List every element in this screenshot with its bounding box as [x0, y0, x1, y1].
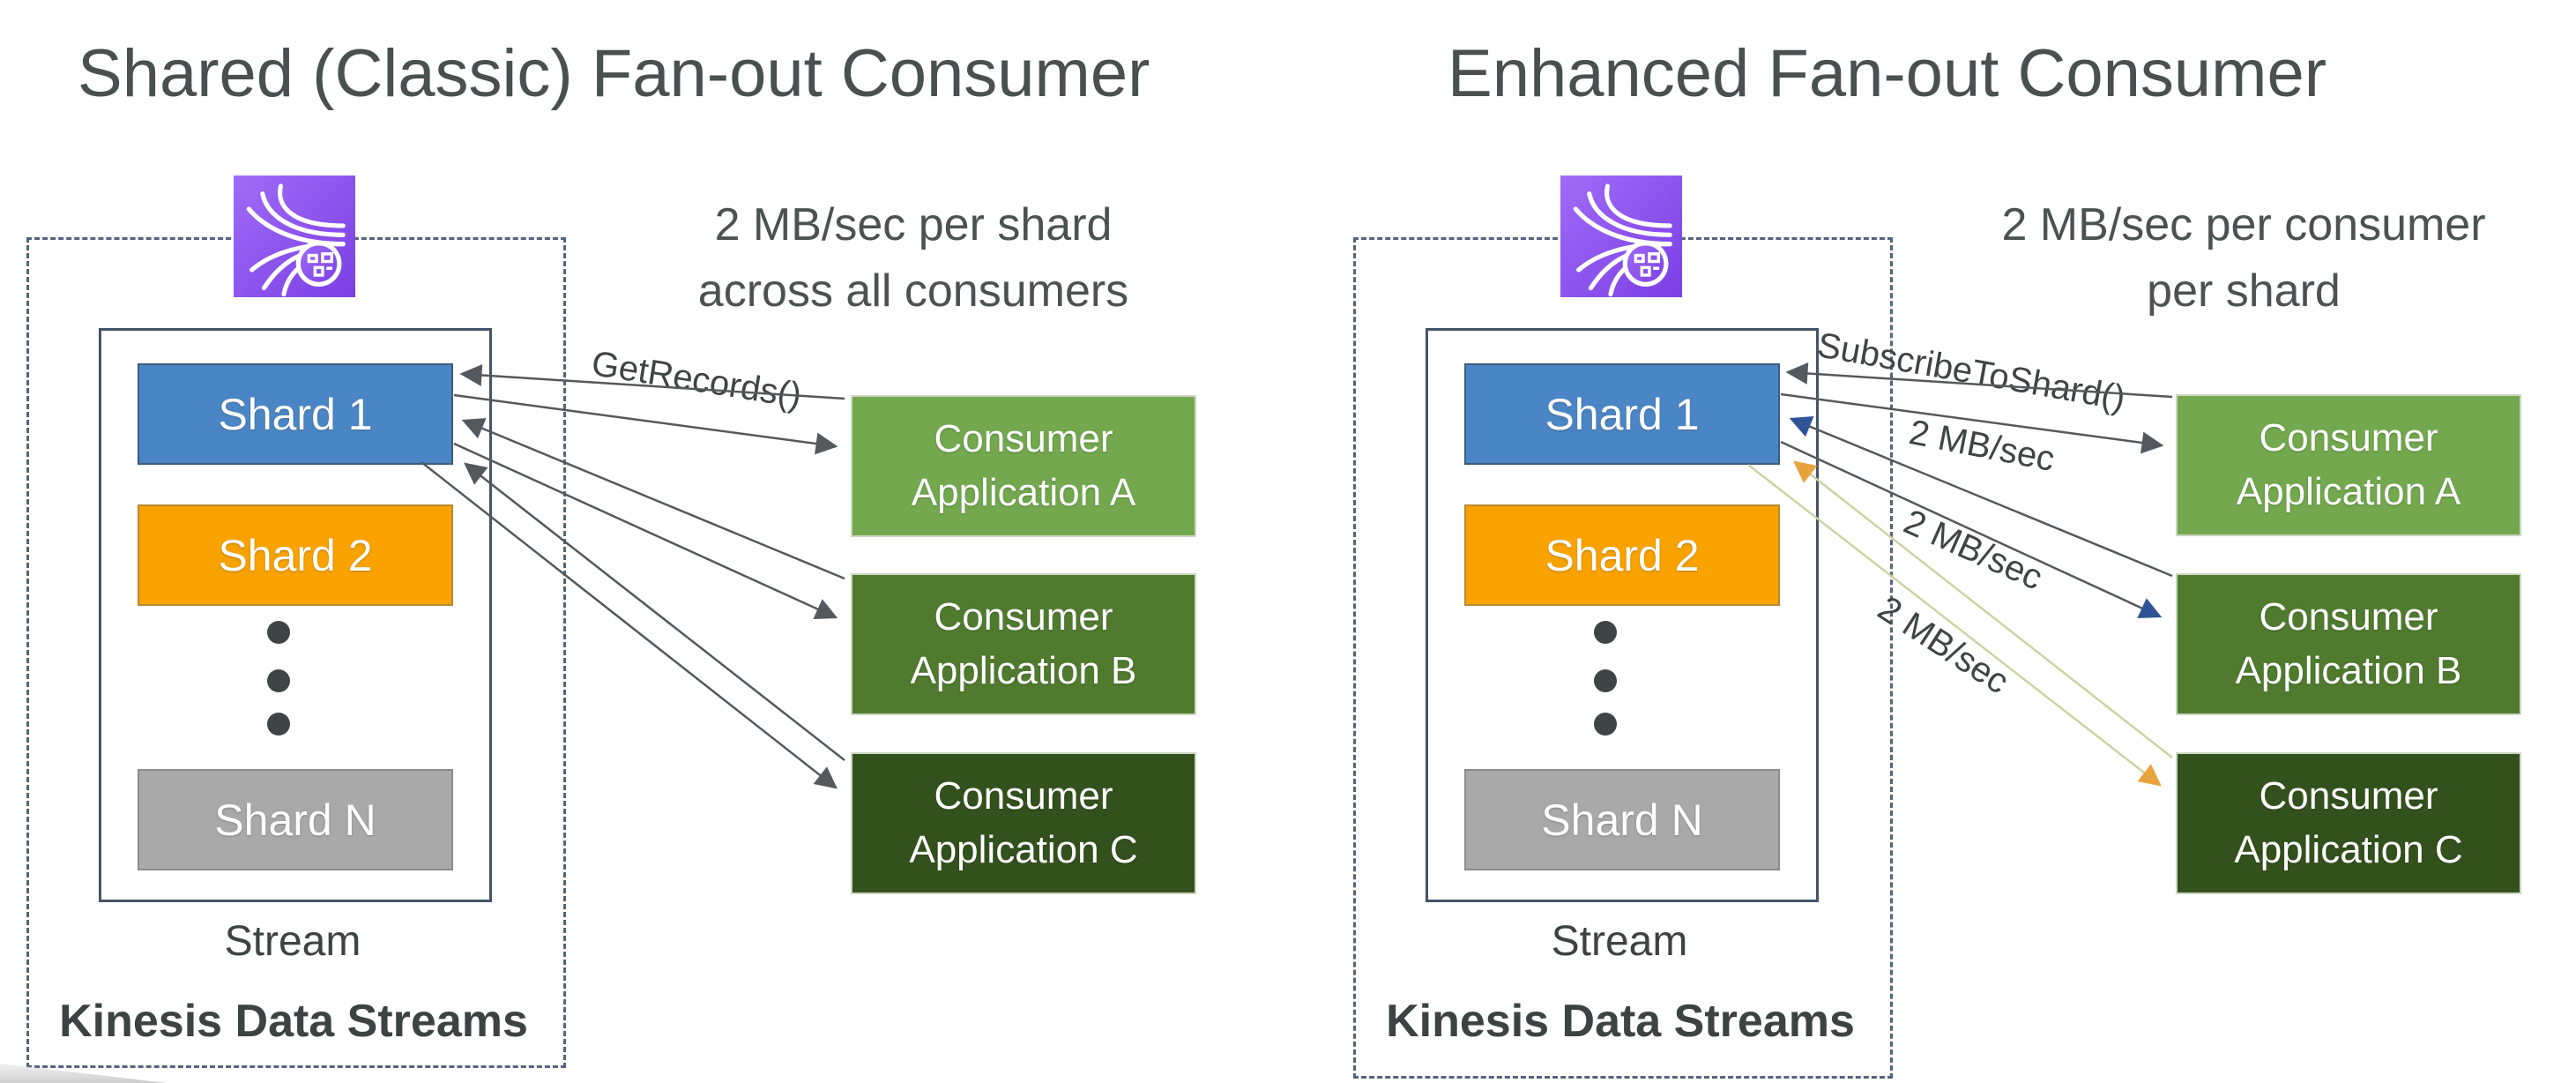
right-rate-label-a: 2 MB/sec — [1906, 413, 2059, 480]
left-group-label: Kinesis Data Streams — [59, 996, 528, 1047]
dot-icon — [1594, 669, 1617, 692]
left-consumer-application-a: Consumer Application A — [851, 395, 1196, 537]
left-shard-1: Shard 1 — [138, 363, 453, 465]
right-shard-1-label: Shard 1 — [1545, 389, 1700, 439]
left-consumer-a-label: Consumer Application A — [911, 416, 1136, 514]
right-throughput-line2: per shard — [2147, 265, 2341, 317]
dot-icon — [267, 621, 290, 644]
right-stream-label: Stream — [1551, 918, 1688, 965]
left-stream-label: Stream — [224, 918, 361, 965]
kinesis-data-streams-icon — [234, 175, 355, 298]
right-group-label: Kinesis Data Streams — [1386, 996, 1855, 1047]
left-consumer-application-b: Consumer Application B — [851, 573, 1196, 715]
right-consumer-application-a: Consumer Application A — [2176, 394, 2521, 536]
right-shard-2-label: Shard 2 — [1545, 530, 1700, 580]
left-consumer-c-label: Consumer Application C — [909, 773, 1138, 871]
left-getrecords-arrow-label: GetRecords() — [589, 344, 805, 416]
right-shard-1: Shard 1 — [1464, 363, 1780, 465]
right-rate-label-b: 2 MB/sec — [1898, 502, 2049, 598]
left-throughput-line1: 2 MB/sec per shard — [714, 199, 1113, 250]
right-shard-n: Shard N — [1464, 769, 1780, 870]
dot-icon — [1594, 713, 1617, 736]
left-shard-2: Shard 2 — [138, 504, 453, 606]
left-shard-n: Shard N — [138, 769, 453, 870]
right-consumer-application-b: Consumer Application B — [2176, 573, 2521, 715]
dot-icon — [267, 669, 290, 692]
left-consumer-application-c: Consumer Application C — [851, 752, 1196, 894]
left-throughput-annotation: 2 MB/sec per shard across all consumers — [622, 192, 1204, 325]
left-shard-n-label: Shard N — [214, 795, 376, 845]
left-panel-title: Shared (Classic) Fan-out Consumer — [78, 36, 1150, 111]
right-consumer-application-c: Consumer Application C — [2176, 752, 2521, 894]
right-consumer-b-label: Consumer Application B — [2235, 594, 2462, 692]
left-shard-1-label: Shard 1 — [218, 389, 373, 439]
dot-icon — [267, 713, 290, 736]
right-consumer-c-label: Consumer Application C — [2234, 773, 2463, 871]
right-shard-2: Shard 2 — [1464, 504, 1780, 606]
left-consumer-b-label: Consumer Application B — [910, 594, 1137, 692]
kinesis-data-streams-icon — [1560, 175, 1682, 298]
right-shard-n-label: Shard N — [1541, 795, 1703, 845]
right-throughput-line1: 2 MB/sec per consumer — [2001, 199, 2486, 250]
right-consumer-a-label: Consumer Application A — [2236, 415, 2461, 513]
left-throughput-line2: across all consumers — [697, 265, 1129, 317]
right-throughput-annotation: 2 MB/sec per consumer per shard — [1953, 192, 2535, 325]
right-panel-title: Enhanced Fan-out Consumer — [1448, 36, 2327, 111]
dot-icon — [1594, 621, 1617, 644]
left-shard-2-label: Shard 2 — [218, 530, 373, 580]
